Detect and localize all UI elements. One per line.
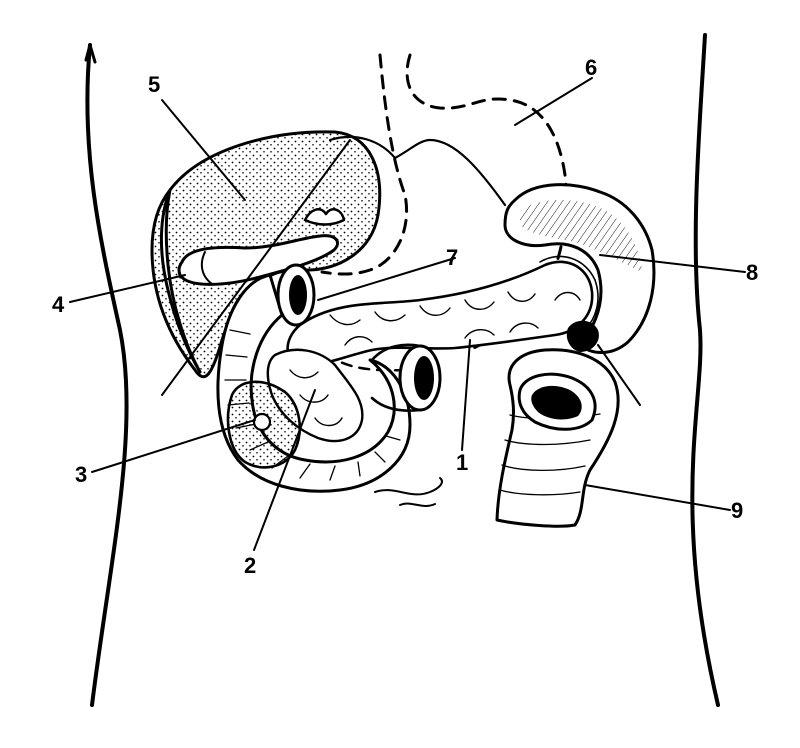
gallbladder	[177, 234, 339, 286]
liver-notch	[303, 208, 346, 226]
splenic-flexure-mass	[566, 320, 599, 352]
callout-label-8: 8	[746, 260, 758, 285]
duodenum-opening-upper-lumen	[289, 275, 307, 315]
body-outline-left	[85, 43, 129, 707]
callout-label-7: 7	[446, 245, 458, 270]
callout-leader-7	[317, 257, 456, 301]
pancreas-lobulation-2	[344, 291, 581, 346]
body-outline-right	[690, 33, 720, 707]
splenic-ligament-line	[597, 344, 641, 406]
callout-leader-3	[91, 419, 256, 473]
pancreas-lobulation-1	[329, 291, 536, 326]
vessel-squiggle	[374, 477, 443, 507]
callout-leader-1	[461, 339, 471, 451]
callout-leader-4	[69, 274, 186, 303]
callout-leader-2	[253, 389, 316, 551]
callout-label-4: 4	[52, 292, 65, 317]
callout-leader-8	[599, 254, 746, 273]
spleen-hilum-hatch	[520, 199, 642, 272]
callout-label-5: 5	[148, 72, 160, 97]
liver-left-rim	[159, 188, 202, 374]
body-outline-left-tip	[84, 43, 97, 64]
colon-folds	[499, 413, 601, 496]
callout-label-2: 2	[244, 553, 256, 578]
spleen-inner-contour	[539, 255, 599, 331]
callout-label-3: 3	[75, 462, 87, 487]
pancreas-head-lobules	[289, 369, 343, 427]
callout-label-1: 1	[456, 450, 468, 475]
callout-label-9: 9	[731, 498, 743, 523]
jejunum-opening-lumen	[414, 356, 434, 400]
callout-leader-9	[584, 484, 731, 511]
gallbladder-fold	[200, 251, 213, 285]
callout-label-6: 6	[585, 55, 597, 80]
kidney-hilum	[252, 412, 272, 432]
callout-leader-5	[161, 99, 246, 201]
liver-ligament-line	[161, 139, 351, 396]
esophagus-dashed	[320, 53, 408, 276]
jejunum-stub	[370, 343, 422, 412]
pancreas	[286, 260, 594, 367]
callout-leader-6	[514, 77, 593, 126]
callout-labels: 1 2 3 4 5 6 7 8 9	[52, 55, 758, 578]
stomach-dashed	[405, 53, 568, 352]
colon-opening-lumen	[531, 385, 582, 420]
stomach-outline	[328, 135, 507, 207]
